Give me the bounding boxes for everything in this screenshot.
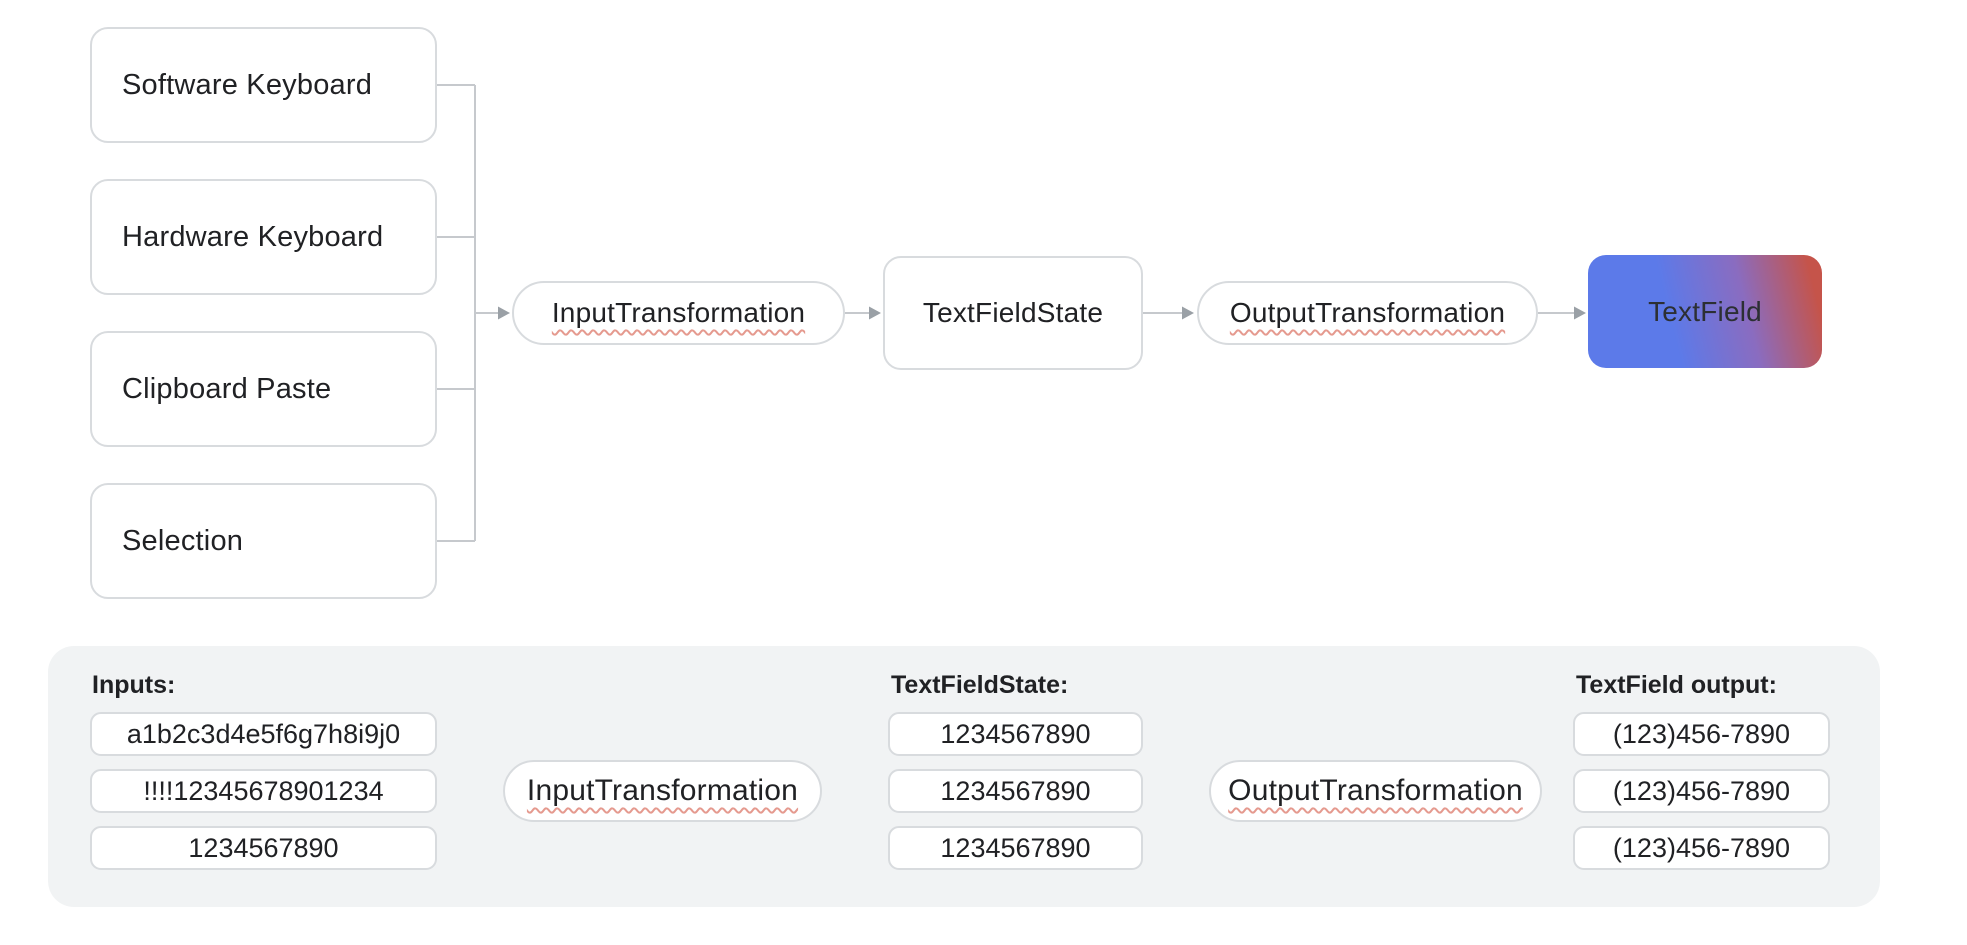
input-transformation-label: InputTransformation	[551, 297, 806, 328]
source-box-software-keyboard: Software Keyboard	[90, 27, 437, 143]
bottom-input-transformation-label: InputTransformation	[526, 774, 799, 807]
input-value-box: a1b2c3d4e5f6g7h8i9j0	[90, 712, 437, 756]
text-field-output-section-label: TextField output:	[1576, 670, 1777, 699]
source-box-selection: Selection	[90, 483, 437, 599]
state-value-box: 1234567890	[888, 826, 1143, 870]
inputs-label: Inputs:	[92, 670, 176, 699]
source-box-clipboard-paste: Clipboard Paste	[90, 331, 437, 447]
input-value-box: 1234567890	[90, 826, 437, 870]
text-field-node: TextField	[1588, 255, 1822, 368]
output-transformation-node: OutputTransformation	[1197, 281, 1538, 345]
output-value-box: (123)456-7890	[1573, 769, 1830, 813]
state-value-box: 1234567890	[888, 712, 1143, 756]
text-field-state-section-label: TextFieldState:	[891, 670, 1069, 699]
input-transformation-node: InputTransformation	[512, 281, 845, 345]
bottom-output-transformation-node: OutputTransformation	[1209, 760, 1542, 822]
bottom-output-transformation-label: OutputTransformation	[1228, 774, 1523, 807]
output-value-box: (123)456-7890	[1573, 826, 1830, 870]
output-transformation-label: OutputTransformation	[1229, 297, 1506, 328]
source-box-hardware-keyboard: Hardware Keyboard	[90, 179, 437, 295]
state-value-box: 1234567890	[888, 769, 1143, 813]
text-field-state-label: TextFieldState	[922, 297, 1104, 328]
text-field-label: TextField	[1648, 295, 1762, 327]
text-field-state-node: TextFieldState	[883, 256, 1143, 370]
bottom-input-transformation-node: InputTransformation	[503, 760, 822, 822]
output-value-box: (123)456-7890	[1573, 712, 1830, 756]
input-value-box: !!!!12345678901234	[90, 769, 437, 813]
